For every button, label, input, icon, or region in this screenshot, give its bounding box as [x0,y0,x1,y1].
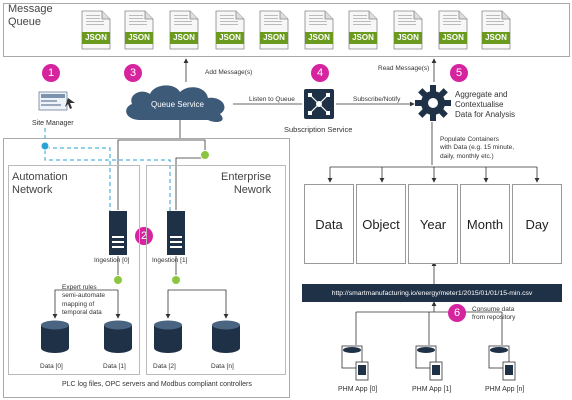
json-file-icon: JSON [166,10,200,50]
json-file-icon: JSON [478,10,512,50]
repository-url-bar: http://smartmanufacturing.io/energy/mete… [302,284,562,302]
subscription-service-label: Subscription Service [284,125,353,134]
json-file-label: JSON [308,33,330,42]
json-file-label: JSON [263,33,285,42]
enterprise-network-title: Enterprise Nework [221,171,272,196]
aggregate-label: Aggregate and Contextualise Data for Ana… [455,90,516,119]
json-file-icon: JSON [121,10,155,50]
ingestion-1-server-icon [167,211,185,255]
enterprise-network-panel [146,165,286,375]
data-1-label: Data [1] [103,363,126,370]
json-file-icon: JSON [256,10,290,50]
automation-network-panel [8,165,140,375]
ingestion-0-server-icon [109,211,127,255]
json-file-label: JSON [485,33,507,42]
plc-region-panel [3,138,290,398]
phm-app-0-label: PHM App [0] [338,386,378,393]
listen-to-queue-label: Listen to Queue [249,96,295,103]
expert-rules-label: Expert rules semi-automate mapping of te… [62,284,105,317]
phm-app-n-label: PHM App [n] [485,386,525,393]
gear-icon [415,85,451,121]
step-badge-4: 4 [311,64,329,82]
json-file-label: JSON [219,33,241,42]
step-badge-1: 1 [42,64,60,82]
json-file-label: JSON [352,33,374,42]
json-file-icon: JSON [390,10,424,50]
json-file-label: JSON [397,33,419,42]
json-file-icon: JSON [435,10,469,50]
container-day: Day [512,184,562,264]
json-file-icon: JSON [345,10,379,50]
queue-service-cloud [126,85,225,122]
phm-app-1-label: PHM App [1] [412,386,452,393]
json-file-label: JSON [173,33,195,42]
json-file-icon: JSON [212,10,246,50]
read-messages-label: Read Message(s) [378,65,430,72]
json-file-icon: JSON [78,10,112,50]
site-manager-label: Site Manager [32,120,74,127]
step-badge-3: 3 [124,64,142,82]
container-month: Month [460,184,510,264]
data-0-label: Data [0] [40,363,63,370]
plc-footer-label: PLC log files, OPC servers and Modbus co… [62,381,252,388]
message-queue-title: Message Queue [8,3,53,28]
data-2-database-icon [154,320,182,353]
subscribe-notify-label: Subscribe/Notify [353,96,401,103]
phm-app-n-icon [488,345,516,381]
json-file-label: JSON [85,33,107,42]
phm-app-0-icon [341,345,369,381]
phm-app-1-icon [415,345,443,381]
subscription-service-icon [304,89,334,119]
step-badge-5: 5 [450,64,468,82]
container-year: Year [408,184,458,264]
container-object: Object [356,184,406,264]
automation-network-title: Automation Network [12,171,68,196]
consume-data-label: Consume data from repository [472,306,516,322]
data-0-database-icon [41,320,69,353]
network-nodes [40,141,210,285]
queue-service-label: Queue Service [151,100,204,109]
populate-containers-label: Populate Containers with Data (e.g. 15 m… [440,136,515,160]
data-n-label: Data [n] [211,363,234,370]
ingestion-0-label: Ingestion [0] [94,257,130,264]
site-manager-icon [38,91,75,111]
ingestion-1-label: Ingestion [1] [152,257,188,264]
container-data: Data [304,184,354,264]
repository-url: http://smartmanufacturing.io/energy/mete… [331,289,533,297]
data-1-database-icon [104,320,132,353]
step-badge-6: 6 [448,304,466,322]
json-file-icon: JSON [301,10,335,50]
json-file-label: JSON [128,33,150,42]
json-file-label: JSON [442,33,464,42]
data-n-database-icon [212,320,240,353]
data-2-label: Data [2] [153,363,176,370]
add-messages-label: Add Message(s) [205,69,253,76]
